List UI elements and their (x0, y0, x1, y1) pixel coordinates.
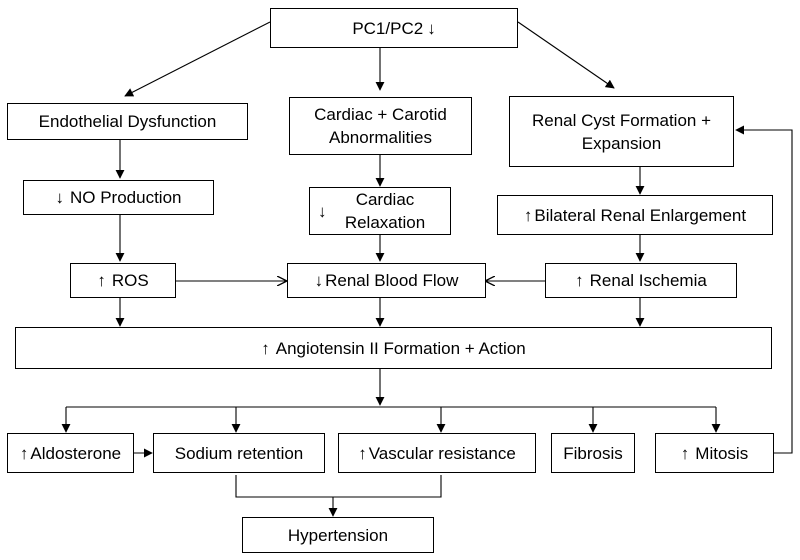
node-ros-label: ROS (111, 271, 149, 290)
node-mitosis: Mitosis (655, 433, 774, 473)
edge-pc-to-renal-cyst (517, 21, 615, 89)
node-renal-ischemia-label: Renal Ischemia (589, 271, 707, 290)
node-renal-cyst-line1: Renal Cyst Formation + (531, 110, 712, 130)
down-arrow-icon: ↓ (318, 202, 327, 221)
edge-pc-to-endothelial (124, 21, 271, 97)
node-renal-blood-flow-label: Renal Blood Flow (325, 271, 459, 290)
node-angiotensin-ii: Angiotensin II Formation + Action (15, 327, 772, 369)
node-no-production: NO Production (23, 180, 214, 215)
node-aldosterone: Aldosterone (7, 433, 134, 473)
node-cardiac-carotid-line2: Abnormalities (329, 128, 432, 147)
node-cardiac-relaxation-line2: Relaxation (344, 213, 426, 232)
edge-sodium-vascular-merge (235, 475, 442, 498)
node-cardiac-carotid-line1: Cardiac + Carotid (314, 105, 447, 124)
node-vascular-resistance: Vascular resistance (338, 433, 536, 473)
node-renal-cyst-line2: Expansion (581, 133, 662, 153)
node-bilateral-renal-enlargement-label: Bilateral Renal Enlargement (534, 205, 747, 225)
edge-mitosis-feedback (735, 125, 793, 454)
node-bilateral-renal-enlargement: Bilateral Renal Enlargement (497, 195, 773, 235)
node-renal-blood-flow: Renal Blood Flow (287, 263, 486, 298)
node-cardiac-relaxation-line1: Cardiac (355, 190, 415, 209)
node-pc1-pc2: PC1/PC2 (270, 8, 518, 48)
node-hypertension-label: Hypertension (287, 525, 389, 545)
node-ros: ROS (70, 263, 176, 298)
node-cardiac-carotid-abnormalities: Cardiac + Carotid Abnormalities (289, 97, 472, 155)
node-aldosterone-label: Aldosterone (30, 443, 122, 463)
node-mitosis-label: Mitosis (695, 443, 749, 463)
node-renal-cyst-formation: Renal Cyst Formation + Expansion (509, 96, 734, 167)
node-endothelial-dysfunction: Endothelial Dysfunction (7, 103, 248, 140)
node-fibrosis-label: Fibrosis (563, 443, 623, 463)
node-sodium-retention: Sodium retention (153, 433, 325, 473)
node-sodium-retention-label: Sodium retention (174, 443, 304, 463)
node-hypertension: Hypertension (242, 517, 434, 553)
node-endothelial-dysfunction-label: Endothelial Dysfunction (38, 112, 217, 131)
node-vascular-resistance-label: Vascular resistance (368, 443, 516, 463)
node-angiotensin-ii-label: Angiotensin II Formation + Action (275, 338, 526, 358)
node-pc1-pc2-label: PC1/PC2 (352, 18, 424, 38)
node-cardiac-relaxation: Cardiac Relaxation ↓ (309, 187, 451, 235)
node-renal-ischemia: Renal Ischemia (545, 263, 737, 298)
node-fibrosis: Fibrosis (551, 433, 635, 473)
node-no-production-label: NO Production (70, 188, 182, 207)
